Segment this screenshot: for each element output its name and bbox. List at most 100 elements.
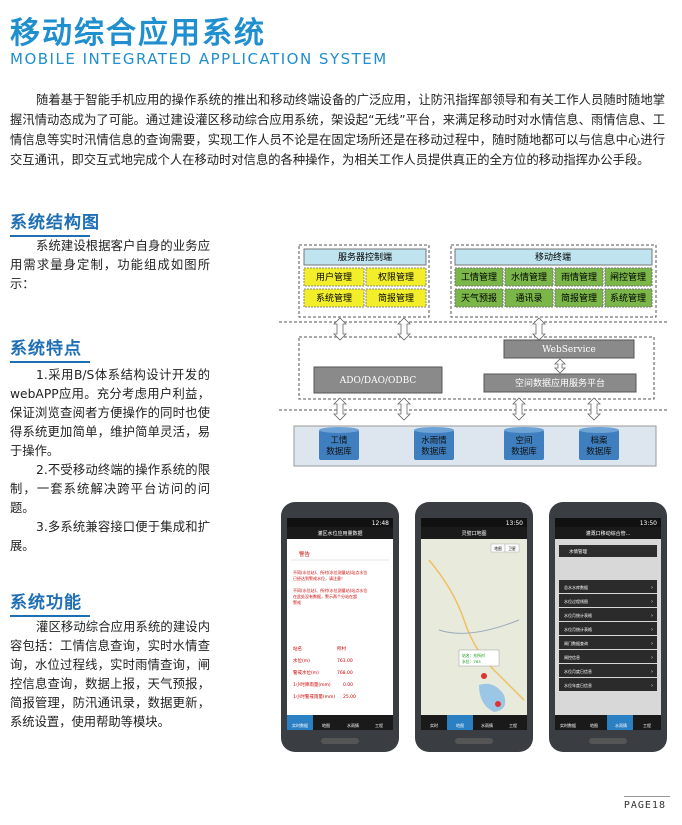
- phone1-data-table: 站名所村 水位(m)763.00 警戒水位(m)768.00 1小时降雨量(mm…: [293, 645, 356, 700]
- section-body-functions: 灌区移动综合应用系统的建设内容包括：工情信息查询，实时水情查询，水位过程线，实时…: [10, 618, 210, 732]
- feature-item-3: 3.多系统兼容接口便于集成和扩展。: [10, 520, 210, 553]
- svg-text:实时数据: 实时数据: [292, 722, 308, 728]
- mobile-item-6: 通讯录: [515, 293, 542, 304]
- section-heading-structure: 系统结构图: [10, 208, 100, 237]
- phone3-time: 13:50: [640, 520, 657, 527]
- db-label-1b: 数据库: [326, 446, 352, 457]
- phone1-alert-line: 不同(水位站)、所村(水位测量站)站点水位: [293, 587, 367, 593]
- svg-text:所村: 所村: [337, 645, 346, 652]
- svg-text:地图: 地图: [590, 722, 598, 728]
- svg-text:地图: 地图: [322, 722, 330, 728]
- svg-text:›: ›: [651, 585, 653, 591]
- ado-label: ADO/DAO/ODBC: [339, 376, 417, 386]
- mobile-items: 工情管理 水情管理 雨情管理 闸控管理 天气预报 通讯录 简报管理 系统管理: [454, 267, 653, 308]
- svg-text:站名: 站名: [293, 645, 302, 652]
- server-item-3: 系统管理: [316, 292, 352, 304]
- phone2-popup-line: 站名：东所村: [462, 653, 485, 658]
- map-pin-icon[interactable]: [495, 701, 501, 707]
- server-item-2: 权限管理: [378, 271, 414, 283]
- phone3-menu-item[interactable]: 闸控信息: [564, 654, 580, 660]
- svg-text:25.00: 25.00: [343, 694, 356, 700]
- mobile-title-box: [454, 248, 653, 266]
- server-items: 用户管理 权限管理 系统管理 简报管理: [303, 267, 427, 308]
- spatial-platform-label: 空间数据应用服务平台: [515, 377, 605, 389]
- phone3-menu-item[interactable]: 水位月统计表格: [564, 612, 592, 618]
- svg-text:实时: 实时: [430, 722, 438, 728]
- svg-text:›: ›: [651, 655, 653, 661]
- server-title: 服务器控制端: [338, 251, 392, 263]
- mobile-item-7: 简报管理: [561, 292, 597, 304]
- phone-2: 13:50 灵璧口地图 地图 卫星 站名：东所村 水位：763 实时 地图 水雨…: [415, 502, 533, 752]
- phone3-header: 灌溉口移动综合管...: [586, 530, 631, 537]
- page-number-rule: [624, 796, 670, 797]
- structure-paragraph: 系统建设根据客户自身的业务应用需求量身定制，功能组成如图所示：: [10, 239, 210, 291]
- svg-text:水雨情: 水雨情: [347, 722, 359, 728]
- phone3-tabbar: 实时数据 地图 水雨情 工程: [560, 722, 651, 728]
- mobile-item-2: 水情管理: [511, 271, 547, 283]
- phone2-time: 13:50: [506, 520, 523, 527]
- svg-text:档案: 档案: [590, 435, 608, 446]
- svg-text:数据库: 数据库: [421, 446, 447, 457]
- section-heading-functions: 系统功能: [10, 588, 90, 617]
- phone1-time: 12:48: [372, 520, 389, 527]
- svg-text:工程: 工程: [375, 722, 383, 728]
- svg-text:0.00: 0.00: [343, 682, 353, 688]
- server-item-1: 用户管理: [316, 271, 352, 283]
- functions-paragraph: 灌区移动综合应用系统的建设内容包括：工情信息查询，实时水情查询，水位过程线，实时…: [10, 620, 210, 729]
- phone3-menu-item[interactable]: 总水水库数据: [564, 584, 588, 590]
- phone3-panel-title: 水情管理: [569, 548, 587, 555]
- svg-text:1小时降雨量(mm): 1小时降雨量(mm): [293, 681, 331, 688]
- phone3-menu-item[interactable]: 闸门数据查询: [564, 640, 588, 646]
- svg-text:水位(m): 水位(m): [293, 657, 310, 664]
- phone-3: 13:50 灌溉口移动综合管... 水情管理 总水水库数据 水位过程线图 水位月…: [549, 502, 667, 752]
- svg-text:›: ›: [651, 613, 653, 619]
- phone1-alert-line: 已经达到警戒水位，请注意！: [293, 575, 345, 581]
- mobile-item-8: 系统管理: [610, 292, 646, 304]
- section-body-structure: 系统建设根据客户自身的业务应用需求量身定制，功能组成如图所示：: [10, 237, 210, 294]
- phone3-menu-item[interactable]: 水位过程线图: [564, 598, 588, 604]
- phone1-alert-line: 在此处没有数据，警示两个分站在超: [293, 593, 357, 599]
- phone3-menu-item[interactable]: 水位月统计表格: [564, 626, 592, 632]
- svg-text:工程: 工程: [509, 722, 517, 728]
- svg-text:水雨情: 水雨情: [421, 435, 447, 446]
- phone3-menu-list: 总水水库数据 水位过程线图 水位月统计表格 水位月统计表格 闸门数据查询 闸控信…: [559, 580, 657, 691]
- databases: 工情 数据库 水雨情 数据库 空间 数据库 档案 数据库: [319, 427, 619, 460]
- svg-text:水雨情: 水雨情: [481, 722, 493, 728]
- page-title: 移动综合应用系统: [10, 16, 266, 51]
- db-kongjian: 空间 数据库: [504, 427, 544, 460]
- phone1-header: 灌区水位应用量数据: [317, 530, 362, 537]
- server-title-box: [303, 248, 427, 266]
- phone2-popup-line: 水位：763: [462, 659, 481, 664]
- feature-item-2: 2.不受移动终端的操作系统的限制，一套系统解决跨平台访问的问题。: [10, 463, 210, 515]
- phone2-satellite-btn[interactable]: 卫星: [508, 546, 516, 551]
- ado-box: [313, 366, 443, 394]
- svg-text:水雨情: 水雨情: [615, 722, 627, 728]
- middle-frame: [298, 336, 655, 400]
- svg-text:地图: 地图: [456, 722, 464, 728]
- section-heading-features: 系统特点: [10, 334, 90, 363]
- svg-text:›: ›: [651, 669, 653, 675]
- phone3-menu-item[interactable]: 水位月度日信息: [564, 668, 592, 674]
- svg-text:›: ›: [651, 683, 653, 689]
- intro-paragraph: 随着基于智能手机应用的操作系统的推出和移动终端设备的广泛应用，让防汛指挥部领导和…: [10, 93, 665, 167]
- svg-text:数据库: 数据库: [511, 446, 537, 457]
- svg-text:›: ›: [651, 627, 653, 633]
- svg-text:数据库: 数据库: [586, 446, 612, 457]
- db-dangan: 档案 数据库: [579, 427, 619, 460]
- architecture-diagram: 服务器控制端 用户管理 权限管理 系统管理 简报管理 移动终端 工情管理 水情管…: [279, 244, 669, 467]
- map-pin-icon[interactable]: [481, 673, 487, 679]
- phone3-menu-item[interactable]: 水位年度日信息: [564, 682, 592, 688]
- mobile-title: 移动终端: [535, 251, 571, 263]
- svg-text:›: ›: [651, 599, 653, 605]
- phone1-alert-title: 警告: [299, 550, 311, 558]
- svg-text:768.00: 768.00: [337, 670, 353, 676]
- spatial-platform-box: [483, 373, 637, 393]
- db-label-1a: 工情: [330, 435, 348, 446]
- mobile-item-3: 雨情管理: [561, 271, 597, 283]
- phone2-map-btn[interactable]: 地图: [494, 546, 502, 551]
- phone2-header: 灵璧口地图: [461, 530, 486, 537]
- phone2-tabbar: 实时 地图 水雨情 工程: [430, 722, 517, 728]
- svg-text:实时数据: 实时数据: [560, 722, 576, 728]
- connector-arrows-top: [333, 317, 546, 341]
- server-frame: [298, 244, 430, 318]
